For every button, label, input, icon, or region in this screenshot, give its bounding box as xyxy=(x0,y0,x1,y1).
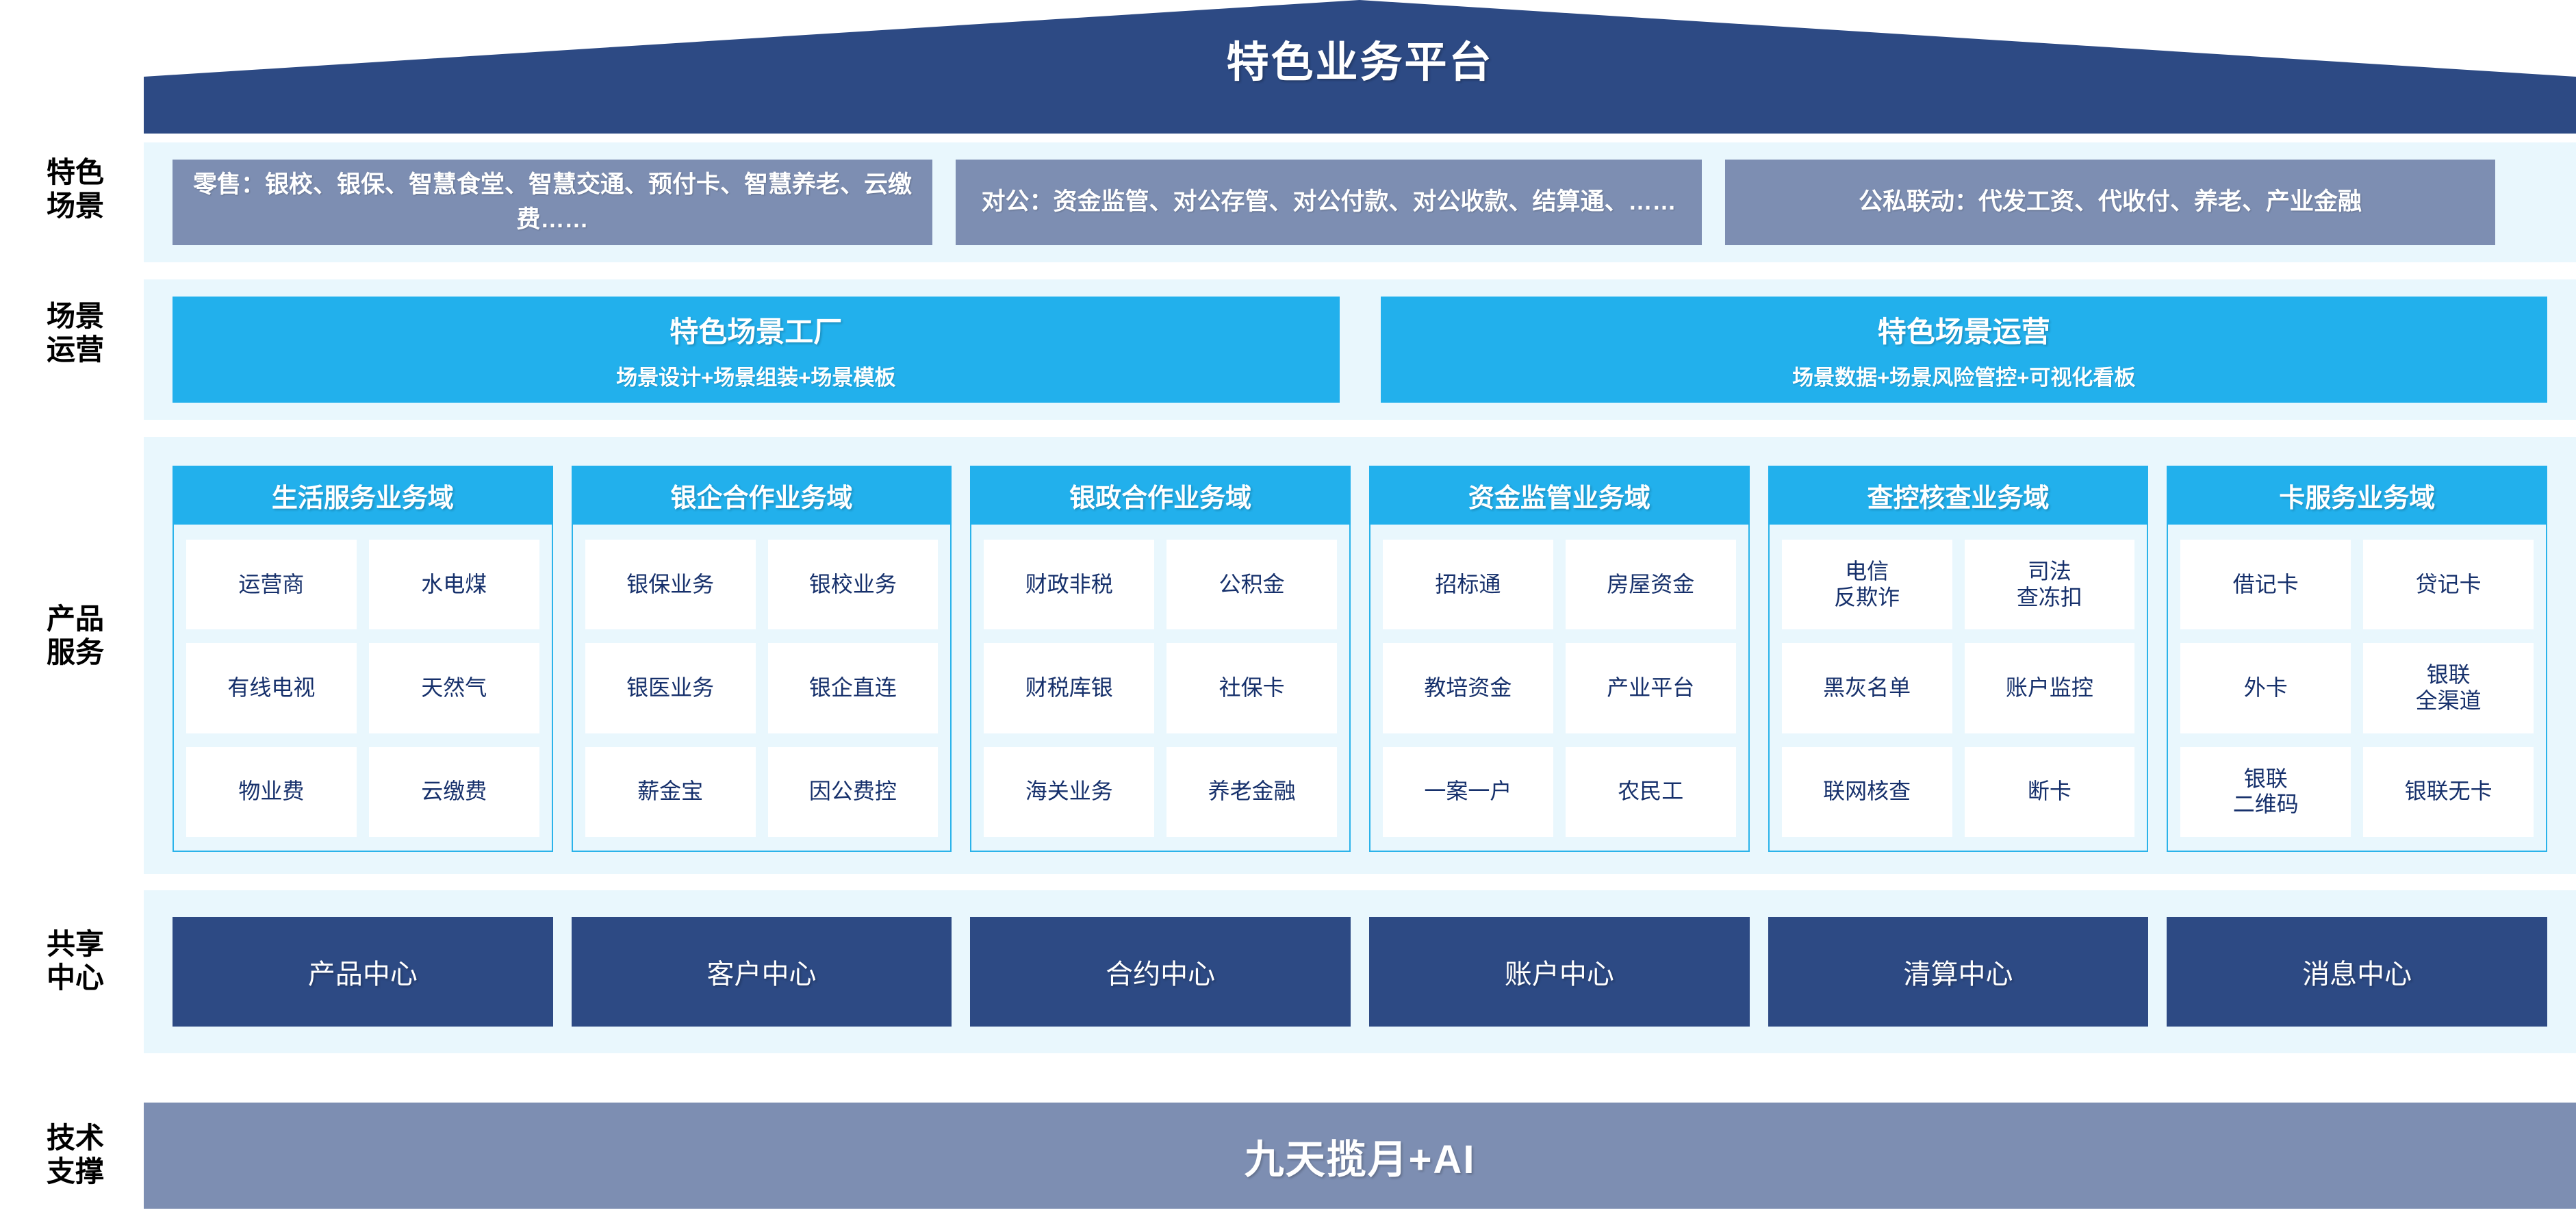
service-cell[interactable]: 公积金 xyxy=(1166,540,1338,630)
service-cell[interactable]: 产业平台 xyxy=(1565,643,1736,733)
row-label-scenarios: 特色 场景 xyxy=(21,156,130,223)
domain-title: 银政合作业务域 xyxy=(970,466,1351,525)
service-cell[interactable]: 借记卡 xyxy=(2180,540,2351,630)
row-label-line1: 产品 xyxy=(46,603,104,635)
row-label-line2: 服务 xyxy=(46,636,104,668)
service-cell[interactable]: 银校业务 xyxy=(767,540,939,630)
domain-column[interactable]: 查控核查业务域电信 反欺诈司法 查冻扣黑灰名单账户监控联网核查断卡 xyxy=(1768,466,2149,852)
row-label-products: 产品 服务 xyxy=(21,603,130,669)
domain-title: 银企合作业务域 xyxy=(571,466,952,525)
service-cell[interactable]: 社保卡 xyxy=(1166,643,1338,733)
domain-title: 生活服务业务域 xyxy=(173,466,553,525)
domain-service-grid: 财政非税公积金财税库银社保卡海关业务养老金融 xyxy=(971,525,1349,851)
scenario-box-public-private[interactable]: 公私联动：代发工资、代收付、养老、产业金融 xyxy=(1725,160,2495,245)
row-label-line1: 共享 xyxy=(46,928,104,960)
service-cell[interactable]: 黑灰名单 xyxy=(1781,643,1952,733)
service-cell[interactable]: 银企直连 xyxy=(767,643,939,733)
tech-support-bar[interactable]: 九天揽月+AI xyxy=(144,1103,2576,1209)
domain-column[interactable]: 银政合作业务域财政非税公积金财税库银社保卡海关业务养老金融 xyxy=(970,466,1351,852)
service-cell[interactable]: 一案一户 xyxy=(1383,746,1553,837)
domain-column[interactable]: 生活服务业务域运营商水电煤有线电视天然气物业费云缴费 xyxy=(173,466,553,852)
domain-title: 卡服务业务域 xyxy=(2167,466,2548,525)
service-cell[interactable]: 有线电视 xyxy=(186,643,357,733)
service-cell[interactable]: 外卡 xyxy=(2180,643,2351,733)
operations-box-subtitle: 场景设计+场景组装+场景模板 xyxy=(616,365,896,390)
service-cell[interactable]: 银联 全渠道 xyxy=(2363,643,2534,733)
service-cell[interactable]: 薪金宝 xyxy=(585,746,756,837)
domain-column[interactable]: 卡服务业务域借记卡贷记卡外卡银联 全渠道银联 二维码银联无卡 xyxy=(2167,466,2548,852)
service-cell[interactable]: 教培资金 xyxy=(1383,643,1553,733)
domain-column[interactable]: 银企合作业务域银保业务银校业务银医业务银企直连薪金宝因公费控 xyxy=(571,466,952,852)
service-cell[interactable]: 物业费 xyxy=(186,746,357,837)
operations-box-title: 特色场景工厂 xyxy=(669,315,843,348)
service-cell[interactable]: 水电煤 xyxy=(368,540,539,630)
service-cell[interactable]: 财税库银 xyxy=(984,643,1155,733)
service-cell[interactable]: 农民工 xyxy=(1565,746,1736,837)
domain-service-grid: 招标通房屋资金教培资金产业平台一案一户农民工 xyxy=(1370,525,1748,851)
domain-service-grid: 银保业务银校业务银医业务银企直连薪金宝因公费控 xyxy=(573,525,951,851)
operations-box-title: 特色场景运营 xyxy=(1877,315,2050,348)
service-cell[interactable]: 天然气 xyxy=(368,643,539,733)
service-cell[interactable]: 电信 反欺诈 xyxy=(1781,540,1952,630)
domain-title: 查控核查业务域 xyxy=(1768,466,2149,525)
platform-roof-banner: 特色业务平台 xyxy=(144,0,2576,134)
shared-center-box[interactable]: 产品中心 xyxy=(173,917,553,1027)
operations-box-subtitle: 场景数据+场景风险管控+可视化看板 xyxy=(1792,365,2136,390)
shared-center-box[interactable]: 客户中心 xyxy=(571,917,952,1027)
service-cell[interactable]: 招标通 xyxy=(1383,540,1553,630)
row-label-line1: 技术 xyxy=(46,1122,104,1154)
service-cell[interactable]: 房屋资金 xyxy=(1565,540,1736,630)
service-cell[interactable]: 养老金融 xyxy=(1166,746,1338,837)
row-label-line2: 支撑 xyxy=(46,1155,104,1187)
service-cell[interactable]: 银联无卡 xyxy=(2363,746,2534,837)
service-cell[interactable]: 银保业务 xyxy=(585,540,756,630)
domain-service-grid: 借记卡贷记卡外卡银联 全渠道银联 二维码银联无卡 xyxy=(2168,525,2546,851)
operations-box-factory[interactable]: 特色场景工厂 场景设计+场景组装+场景模板 xyxy=(173,297,1340,403)
scenarios-band: 零售：银校、银保、智慧食堂、智慧交通、预付卡、智慧养老、云缴费…… 对公：资金监… xyxy=(144,142,2576,262)
service-cell[interactable]: 断卡 xyxy=(1964,746,2135,837)
shared-center-box[interactable]: 清算中心 xyxy=(1768,917,2149,1027)
service-cell[interactable]: 运营商 xyxy=(186,540,357,630)
page-title: 特色业务平台 xyxy=(1226,39,1494,86)
roof-shape-icon xyxy=(144,0,2576,134)
row-label-line2: 中心 xyxy=(46,961,104,994)
service-cell[interactable]: 财政非税 xyxy=(984,540,1155,630)
row-label-line1: 特色 xyxy=(46,156,104,188)
domain-service-grid: 电信 反欺诈司法 查冻扣黑灰名单账户监控联网核查断卡 xyxy=(1770,525,2147,851)
row-label-tech: 技术 支撑 xyxy=(21,1122,130,1188)
service-cell[interactable]: 账户监控 xyxy=(1964,643,2135,733)
service-cell[interactable]: 因公费控 xyxy=(767,746,939,837)
service-cell[interactable]: 海关业务 xyxy=(984,746,1155,837)
row-label-line1: 场景 xyxy=(46,300,104,332)
row-label-operations: 场景 运营 xyxy=(21,300,130,366)
service-cell[interactable]: 银联 二维码 xyxy=(2180,746,2351,837)
row-label-line2: 场景 xyxy=(46,189,104,222)
shared-center-box[interactable]: 合约中心 xyxy=(970,917,1351,1027)
operations-band: 特色场景工厂 场景设计+场景组装+场景模板 特色场景运营 场景数据+场景风险管控… xyxy=(144,279,2576,420)
shared-center-box[interactable]: 消息中心 xyxy=(2167,917,2548,1027)
operations-box-operation[interactable]: 特色场景运营 场景数据+场景风险管控+可视化看板 xyxy=(1380,297,2547,403)
row-label-line2: 运营 xyxy=(46,333,104,366)
products-band: 生活服务业务域运营商水电煤有线电视天然气物业费云缴费银企合作业务域银保业务银校业… xyxy=(144,437,2576,874)
service-cell[interactable]: 贷记卡 xyxy=(2363,540,2534,630)
domain-title: 资金监管业务域 xyxy=(1369,466,1750,525)
domain-service-grid: 运营商水电煤有线电视天然气物业费云缴费 xyxy=(174,525,552,851)
row-label-centers: 共享 中心 xyxy=(21,928,130,994)
service-cell[interactable]: 司法 查冻扣 xyxy=(1964,540,2135,630)
service-cell[interactable]: 银医业务 xyxy=(585,643,756,733)
service-cell[interactable]: 联网核查 xyxy=(1781,746,1952,837)
scenario-box-retail[interactable]: 零售：银校、银保、智慧食堂、智慧交通、预付卡、智慧养老、云缴费…… xyxy=(173,160,932,245)
centers-band: 产品中心客户中心合约中心账户中心清算中心消息中心 xyxy=(144,890,2576,1053)
scenario-box-corporate[interactable]: 对公：资金监管、对公存管、对公付款、对公收款、结算通、…… xyxy=(956,160,1702,245)
domain-column[interactable]: 资金监管业务域招标通房屋资金教培资金产业平台一案一户农民工 xyxy=(1369,466,1750,852)
service-cell[interactable]: 云缴费 xyxy=(368,746,539,837)
shared-center-box[interactable]: 账户中心 xyxy=(1369,917,1750,1027)
